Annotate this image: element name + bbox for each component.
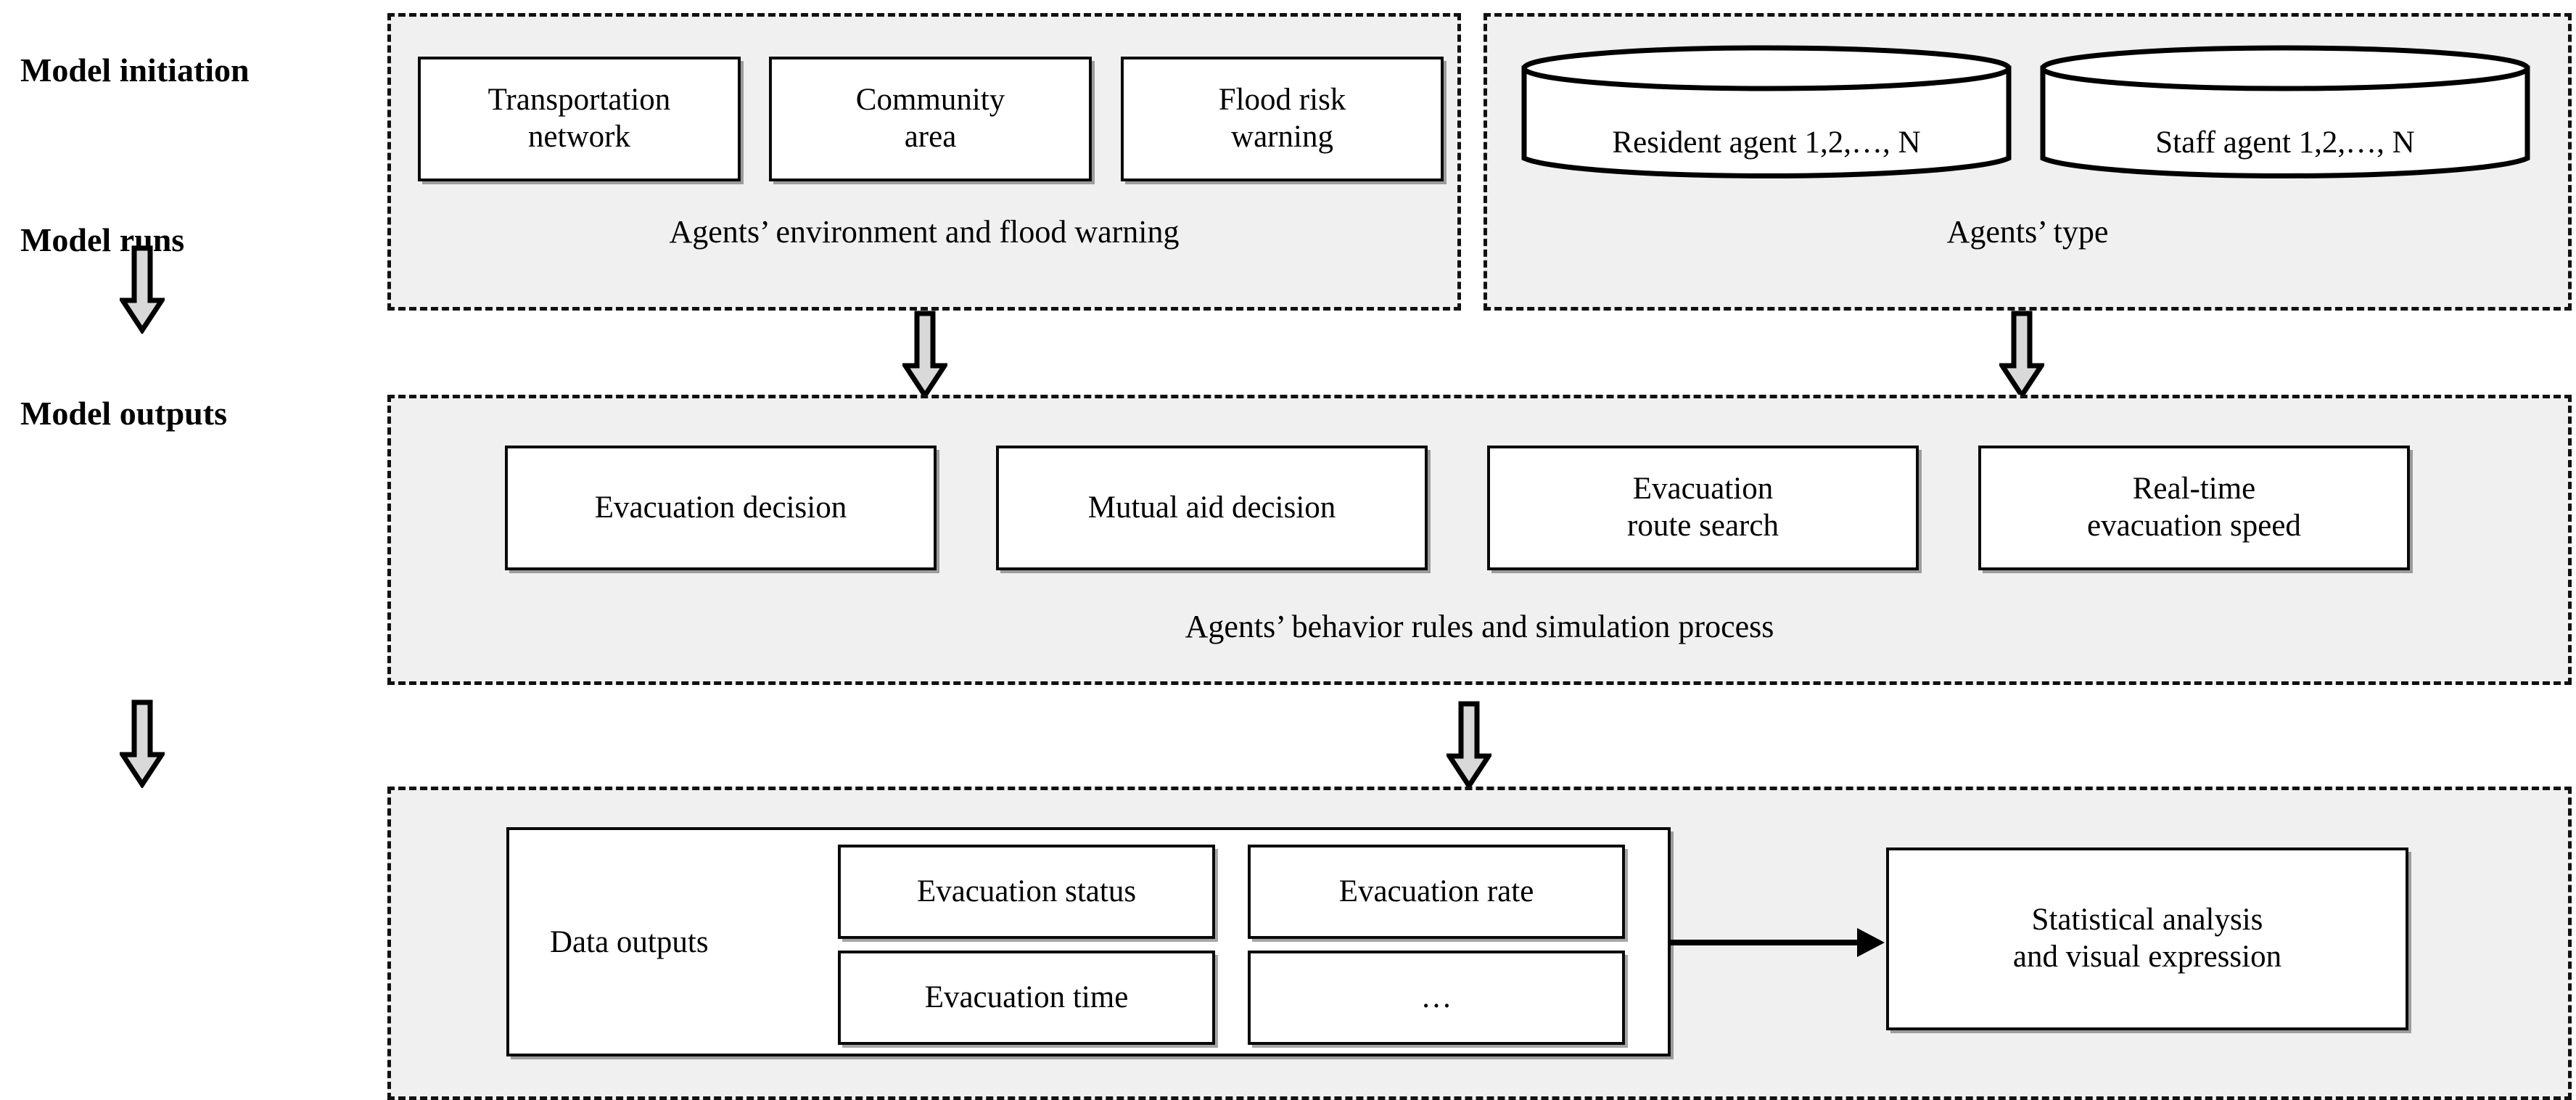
box-line: and visual expression xyxy=(2012,940,2282,974)
box-mutual-aid-decision: Mutual aid decision xyxy=(996,446,1428,570)
box-ellipsis: … xyxy=(1248,951,1625,1045)
arrow-initiation-to-runs-left xyxy=(120,245,165,334)
box-evacuation-decision: Evacuation decision xyxy=(505,446,937,570)
box-line: Evacuation xyxy=(1632,472,1774,506)
stage-label-model-initiation: Model initiation xyxy=(20,52,250,89)
box-line: Evacuation status xyxy=(916,874,1137,908)
box-line: Statistical analysis xyxy=(2031,903,2263,937)
cylinder-resident-agent: Resident agent 1,2,…, N xyxy=(1520,44,2013,181)
box-evacuation-time: Evacuation time xyxy=(838,951,1215,1045)
caption-model-runs: Agents’ behavior rules and simulation pr… xyxy=(1185,609,1774,644)
box-line: area xyxy=(904,120,957,154)
arrow-runs-to-outputs-center xyxy=(1447,701,1491,789)
cylinder-label: Resident agent 1,2,…, N xyxy=(1612,126,1921,160)
box-flood-risk-warning: Flood risk warning xyxy=(1121,57,1444,181)
box-transportation-network: Transportation network xyxy=(418,57,741,181)
box-line: Transportation xyxy=(487,83,671,118)
box-line: Mutual aid decision xyxy=(1087,490,1336,525)
box-real-time-evacuation-speed: Real-time evacuation speed xyxy=(1978,446,2410,570)
caption-agents-type: Agents’ type xyxy=(1946,214,2109,250)
box-line: Evacuation decision xyxy=(594,490,847,525)
box-line: Community xyxy=(855,83,1005,118)
caption-agents-environment: Agents’ environment and flood warning xyxy=(669,214,1180,250)
box-statistical-analysis: Statistical analysis and visual expressi… xyxy=(1886,847,2408,1030)
box-line: Flood risk xyxy=(1218,83,1346,118)
box-line: … xyxy=(1420,980,1452,1014)
arrow-data-to-statistics xyxy=(1668,923,1886,962)
cylinder-label: Staff agent 1,2,…, N xyxy=(2155,126,2415,160)
box-community-area: Community area xyxy=(769,57,1092,181)
box-line: warning xyxy=(1231,120,1333,154)
box-evacuation-status: Evacuation status xyxy=(838,845,1215,939)
cylinder-staff-agent: Staff agent 1,2,…, N xyxy=(2038,44,2532,181)
box-line: Evacuation time xyxy=(924,980,1129,1014)
box-line: evacuation speed xyxy=(2087,509,2301,543)
stage-label-model-outputs: Model outputs xyxy=(20,395,227,432)
box-line: network xyxy=(528,120,630,154)
stage-label-model-runs: Model runs xyxy=(20,221,185,258)
arrow-agenttype-to-runs xyxy=(1999,311,2044,399)
box-evacuation-rate: Evacuation rate xyxy=(1248,845,1625,939)
box-evacuation-route-search: Evacuation route search xyxy=(1487,446,1919,570)
label-data-outputs: Data outputs xyxy=(550,924,709,959)
arrow-runs-to-outputs-left xyxy=(120,699,165,788)
box-line: route search xyxy=(1627,509,1779,543)
arrow-environment-to-runs xyxy=(902,311,947,399)
box-line: Real-time xyxy=(2132,472,2256,506)
box-line: Evacuation rate xyxy=(1338,874,1534,908)
